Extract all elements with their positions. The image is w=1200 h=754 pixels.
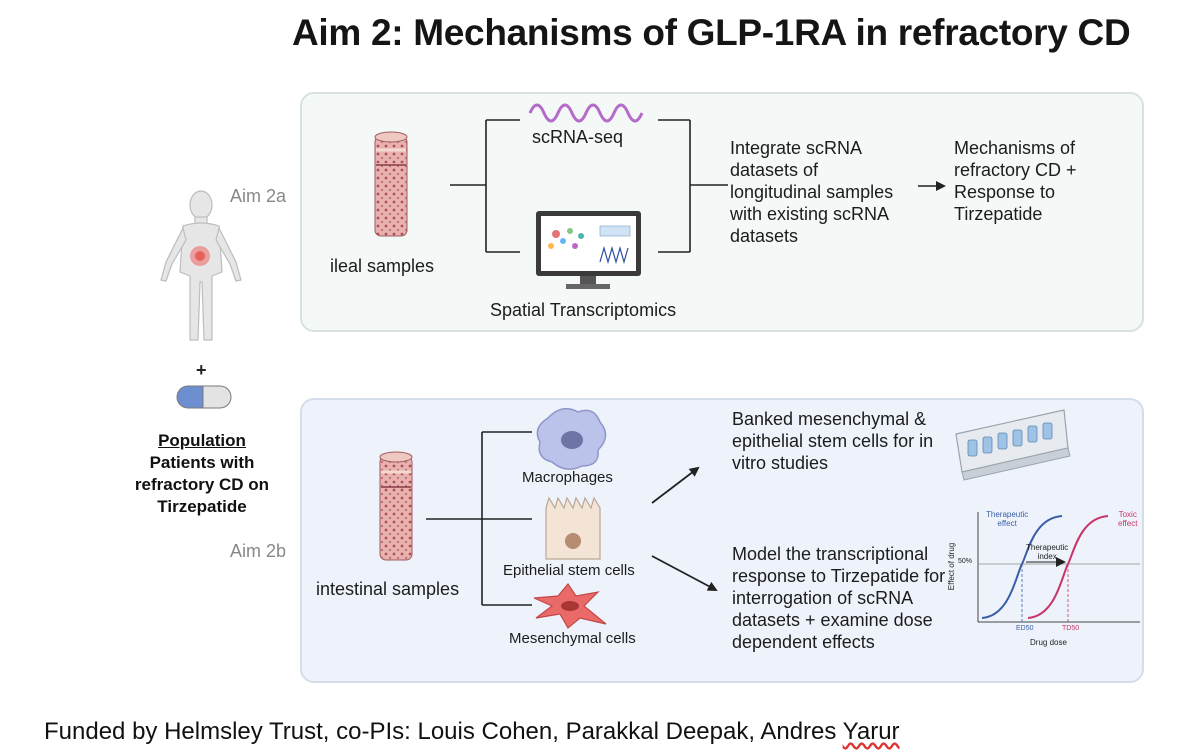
mesenchymal-cells-label: Mesenchymal cells bbox=[509, 630, 636, 647]
td50-label: TD50 bbox=[1062, 625, 1080, 632]
population-line: Patients with bbox=[149, 453, 255, 472]
fifty-percent-label: 50% bbox=[958, 558, 973, 565]
monitor-icon bbox=[536, 211, 641, 289]
ileal-samples-label: ileal samples bbox=[330, 256, 435, 276]
spatial-transcriptomics-label: Spatial Transcriptomics bbox=[490, 300, 677, 320]
banked-arrow bbox=[651, 466, 700, 504]
outcome-text: Mechanisms of refractory CD + Response t… bbox=[954, 138, 1077, 224]
page-title: Aim 2: Mechanisms of GLP-1RA in refracto… bbox=[292, 12, 1131, 53]
population-line: Tirzepatide bbox=[157, 497, 247, 516]
model-arrow bbox=[651, 555, 718, 591]
ed50-label: ED50 bbox=[1016, 625, 1034, 632]
aim-2b-connectors bbox=[426, 431, 532, 606]
intestinal-samples-label: intestinal samples bbox=[316, 579, 460, 599]
model-response-text: Model the transcriptional response to Ti… bbox=[732, 544, 946, 652]
footer-last-name: Yarur bbox=[842, 718, 900, 745]
funding-footer: Funded by Helmsley Trust, co-PIs: Louis … bbox=[44, 718, 900, 745]
scrna-seq-label: scRNA-seq bbox=[532, 127, 624, 147]
aim-2a-connectors bbox=[450, 119, 728, 253]
cell-culture-plate-icon bbox=[955, 409, 1071, 481]
aim-2a-label: Aim 2a bbox=[230, 186, 287, 206]
scrna-wave-icon bbox=[528, 103, 644, 123]
population-line: refractory CD on bbox=[134, 475, 270, 494]
epithelial-stem-cells-label: Epithelial stem cells bbox=[503, 562, 635, 579]
integrate-text: Integrate scRNA datasets of longitudinal… bbox=[730, 138, 894, 246]
population-heading: Population bbox=[158, 431, 246, 450]
aim-2b-label: Aim 2b bbox=[230, 541, 287, 561]
banked-cells-text: Banked mesenchymal & epithelial stem cel… bbox=[732, 409, 934, 473]
epithelial-cell-icon bbox=[545, 496, 601, 560]
aim-2a-panel bbox=[300, 92, 1144, 332]
plus-sign: + bbox=[196, 360, 207, 380]
pill-icon bbox=[176, 385, 232, 409]
intestinal-tissue-icon bbox=[379, 451, 413, 561]
macrophages-label: Macrophages bbox=[522, 469, 613, 486]
effect-of-drug-axis-label: Effect of drug bbox=[947, 542, 957, 591]
dose-response-chart bbox=[977, 512, 1140, 623]
drug-dose-axis-label: Drug dose bbox=[1030, 638, 1067, 647]
patient-figure-icon bbox=[160, 190, 242, 341]
ileal-tissue-icon bbox=[374, 131, 408, 237]
population-block: Population Patients with refractory CD o… bbox=[122, 430, 282, 518]
